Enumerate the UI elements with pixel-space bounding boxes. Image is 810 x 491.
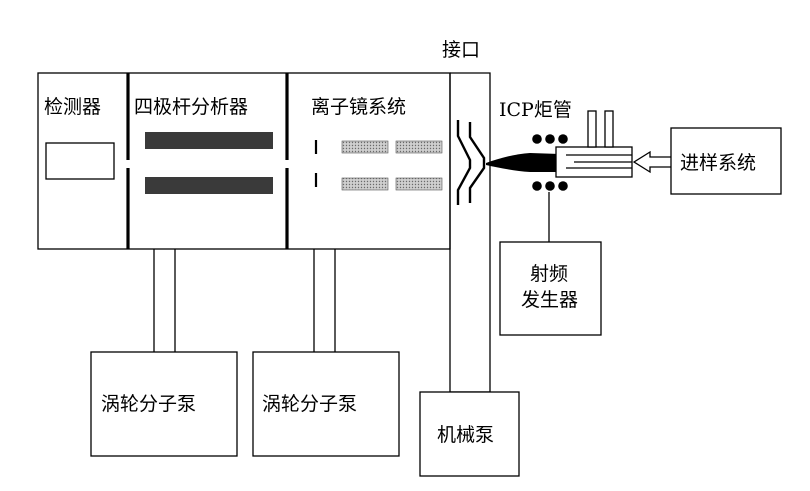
- rf-coil-turn: [532, 134, 542, 144]
- turbo-pump-2-label: 涡轮分子泵: [262, 393, 357, 415]
- lens-plate-upper-right: [395, 140, 443, 154]
- torch-gas-inlet-2: [604, 110, 614, 148]
- sample-intro-label: 进样系统: [680, 152, 756, 174]
- sampler-cone: [468, 122, 486, 203]
- ion-lens-label: 离子镜系统: [311, 96, 406, 118]
- rf-coil-turn: [532, 181, 542, 191]
- rf-generator-label-2: 发生器: [521, 289, 578, 311]
- detector-window: [45, 142, 115, 180]
- turbo-pump-2-box: [252, 351, 400, 457]
- interface-chamber: [449, 72, 491, 393]
- skimmer-cone: [456, 120, 472, 205]
- rf-coil-turn: [545, 134, 555, 144]
- rf-generator-label-1: 射频: [530, 263, 568, 285]
- rf-coil-turn: [558, 181, 568, 191]
- turbo-pump-1-box: [90, 351, 238, 457]
- torch-gas-inlet-1: [587, 110, 597, 148]
- quadrupole-rod-lower: [145, 177, 273, 194]
- quadrupole-rod-upper: [145, 132, 273, 149]
- mech-pump-label: 机械泵: [437, 424, 494, 446]
- rf-generator-box: [499, 241, 602, 336]
- detector-label: 检测器: [44, 96, 101, 118]
- rf-coil-turn: [545, 181, 555, 191]
- interface-label: 接口: [442, 39, 480, 61]
- lens-plate-lower-left: [341, 177, 389, 191]
- lens-plate-lower-right: [395, 177, 443, 191]
- turbo-pump-1-label: 涡轮分子泵: [101, 393, 196, 415]
- quadrupole-label: 四极杆分析器: [134, 96, 248, 118]
- sample-intro-box: [670, 127, 782, 195]
- lens-plate-upper-left: [341, 140, 389, 154]
- mech-pump-box: [419, 391, 520, 477]
- plasma-flame: [486, 153, 560, 172]
- rf-coil-turn: [558, 134, 568, 144]
- sample-flow-arrow: [632, 150, 673, 174]
- icp-torch-label: ICP炬管: [499, 99, 572, 121]
